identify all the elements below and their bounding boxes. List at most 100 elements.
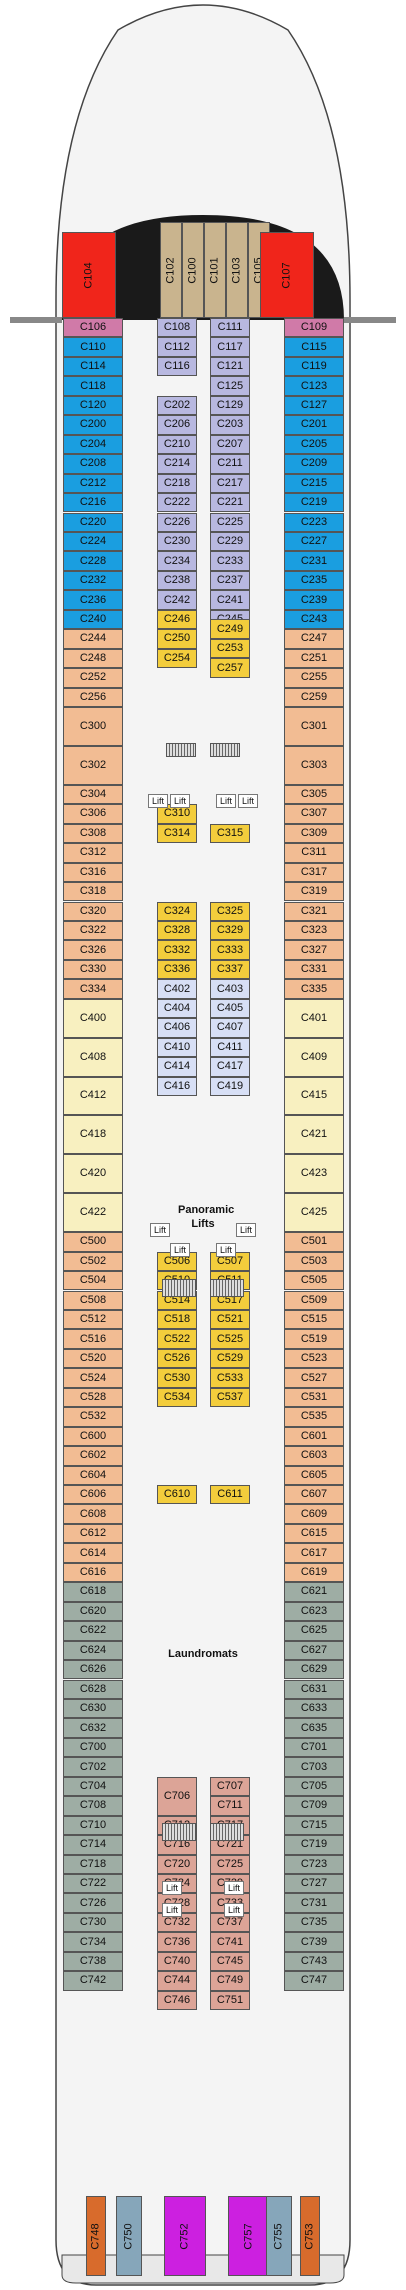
cabin-number: C633: [300, 1702, 328, 1715]
cabin-number: C514: [163, 1293, 191, 1306]
cabin-c703: C703: [284, 1757, 344, 1777]
cabin-number: C315: [216, 826, 244, 839]
cabin-number: C237: [216, 574, 244, 587]
cabin-c406: C406: [157, 1018, 197, 1038]
cabin-number: C330: [79, 963, 107, 976]
cabin-c327: C327: [284, 940, 344, 960]
cabin-number: C214: [163, 457, 191, 470]
cabin-c500: C500: [63, 1232, 123, 1252]
cabin-c324: C324: [157, 901, 197, 921]
cabin-c701: C701: [284, 1737, 344, 1758]
cabin-c537: C537: [210, 1387, 250, 1408]
cabin-c523: C523: [284, 1348, 344, 1369]
cabin-number: C525: [216, 1332, 244, 1345]
cabin-number: C743: [300, 1955, 328, 1968]
cabin-number: C618: [79, 1585, 107, 1598]
cabin-c208: C208: [63, 454, 123, 474]
lift-4: Lift: [238, 794, 258, 808]
cabin-number: C607: [300, 1488, 328, 1501]
cabin-number: C740: [163, 1955, 191, 1968]
cabin-c415: C415: [284, 1076, 344, 1116]
cabin-number: C708: [79, 1799, 107, 1812]
cabin-c328: C328: [157, 920, 197, 941]
cabin-number: C320: [79, 904, 107, 917]
cabin-number: C733: [217, 1897, 243, 1909]
cabin-number: C234: [163, 554, 191, 567]
cabin-number: C331: [300, 963, 328, 976]
cabin-c119: C119: [284, 356, 344, 377]
cabin-number: C409: [300, 1050, 328, 1063]
cabin-number: C408: [79, 1050, 107, 1063]
cabin-c710: C710: [63, 1815, 123, 1836]
cabin-c304: C304: [63, 784, 123, 805]
cabin-number: C425: [300, 1206, 328, 1219]
cabin-number: C200: [79, 418, 107, 431]
cabin-c740: C740: [157, 1951, 197, 1972]
cabin-number: C129: [216, 399, 244, 412]
cabin-c240: C240: [63, 609, 123, 630]
cabin-number: C534: [163, 1390, 191, 1403]
cabin-c518: C518: [157, 1309, 197, 1330]
cabin-c719: C719: [284, 1835, 344, 1855]
cabin-number: C512: [79, 1313, 107, 1326]
cabin-number: C726: [79, 1896, 107, 1909]
cabin-c748: C748: [86, 2196, 106, 2276]
cabin-c100: C100: [182, 222, 204, 318]
cabin-number: C528: [79, 1390, 107, 1403]
cabin-c625: C625: [284, 1621, 344, 1641]
cabin-c116: C116: [157, 356, 197, 377]
cabin-number: C422: [79, 1206, 107, 1219]
cabin-number: C323: [300, 924, 328, 937]
cabin-c610: C610: [157, 1485, 197, 1505]
lift-8: Lift: [216, 1243, 236, 1257]
cabin-c726: C726: [63, 1893, 123, 1913]
cabin-number: C235: [300, 574, 328, 587]
cabin-c323: C323: [284, 920, 344, 941]
cabin-number: C222: [163, 496, 191, 509]
cabin-number: C705: [300, 1779, 328, 1792]
cabin-number: C715: [300, 1818, 328, 1831]
cabin-c720: C720: [157, 1854, 197, 1874]
cabin-c706: C706: [157, 1776, 197, 1816]
cabin-c239: C239: [284, 590, 344, 610]
cabin-c746: C746: [157, 1990, 197, 2011]
cabin-number: C419: [216, 1079, 244, 1092]
cabin-number: C209: [300, 457, 328, 470]
cabin-c601: C601: [284, 1426, 344, 1447]
cabin-number: C239: [300, 593, 328, 606]
cabin-c300: C300: [63, 707, 123, 746]
cabin-c421: C421: [284, 1115, 344, 1155]
cabin-number: C110: [80, 340, 106, 353]
cabin-c521: C521: [210, 1309, 250, 1330]
cabin-c326: C326: [63, 940, 123, 960]
cabin-number: C725: [216, 1857, 244, 1870]
cabin-number: C251: [300, 651, 328, 664]
cabin-number: C327: [300, 943, 328, 956]
cabin-number: C324: [163, 904, 191, 917]
cabin-number: C227: [300, 535, 328, 548]
cabin-number: C301: [300, 719, 328, 732]
cabin-c306: C306: [63, 804, 123, 824]
cabin-c125: C125: [210, 376, 250, 396]
cabin-c218: C218: [157, 473, 197, 494]
cabin-number: C231: [300, 554, 328, 567]
cabin-c741: C741: [210, 1932, 250, 1952]
cabin-c708: C708: [63, 1796, 123, 1816]
cabin-c635: C635: [284, 1718, 344, 1738]
cabin-c622: C622: [63, 1621, 123, 1641]
cabin-number: C755: [272, 2222, 285, 2250]
cabin-number: C229: [216, 535, 244, 548]
cabin-c123: C123: [284, 376, 344, 396]
cabin-c329: C329: [210, 920, 250, 941]
cabin-c603: C603: [284, 1446, 344, 1466]
cabin-number: C106: [79, 321, 107, 334]
cabin-number: C757: [242, 2222, 255, 2250]
cabin-c702: C702: [63, 1757, 123, 1777]
cabin-c600: C600: [63, 1426, 123, 1447]
cabin-number: C218: [163, 476, 191, 489]
cabin-number: C253: [216, 642, 244, 655]
cabin-c525: C525: [210, 1329, 250, 1349]
cabin-number: C711: [217, 1799, 243, 1812]
cabin-number: C328: [163, 924, 191, 937]
cabin-c628: C628: [63, 1679, 123, 1699]
